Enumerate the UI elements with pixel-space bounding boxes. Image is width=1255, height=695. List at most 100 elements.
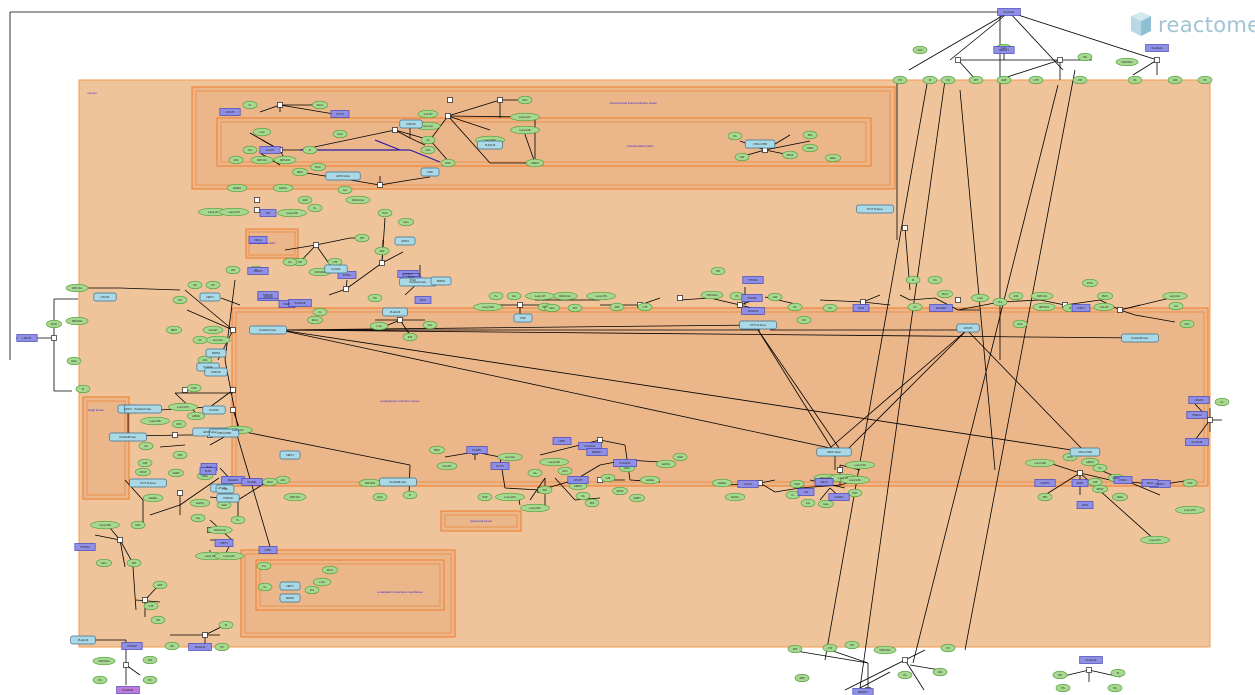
small-molecule-node[interactable] [171, 419, 187, 429]
small-molecule-node[interactable] [639, 475, 661, 485]
reaction-node[interactable] [1154, 57, 1160, 63]
small-molecule-node[interactable] [1115, 57, 1139, 67]
small-molecule-node[interactable] [130, 520, 146, 530]
small-molecule-node[interactable] [802, 130, 818, 140]
complex-node[interactable] [124, 404, 162, 414]
small-molecule-node[interactable] [940, 75, 956, 85]
small-molecule-node[interactable] [825, 153, 841, 163]
small-molecule-node[interactable] [322, 565, 338, 575]
small-molecule-node[interactable] [277, 208, 307, 218]
small-molecule-node[interactable] [1072, 75, 1088, 85]
small-molecule-node[interactable] [506, 291, 522, 301]
protein-node[interactable] [259, 146, 281, 154]
small-molecule-node[interactable] [219, 207, 249, 217]
small-molecule-node[interactable] [307, 315, 323, 325]
small-molecule-node[interactable] [189, 498, 211, 508]
small-molecule-node[interactable] [92, 675, 108, 685]
small-molecule-node[interactable] [345, 195, 371, 205]
small-molecule-node[interactable] [256, 561, 272, 571]
protein-node[interactable] [741, 307, 765, 315]
small-molecule-node[interactable] [586, 291, 616, 301]
complex-node[interactable] [279, 581, 301, 591]
small-molecule-node[interactable] [65, 316, 89, 326]
protein-node[interactable] [188, 643, 212, 651]
small-molecule-node[interactable] [420, 145, 436, 155]
protein-node[interactable] [1079, 656, 1103, 664]
small-molecule-node[interactable] [539, 457, 569, 467]
small-molecule-node[interactable] [172, 450, 188, 460]
small-molecule-node[interactable] [1127, 75, 1143, 85]
reaction-node[interactable] [254, 197, 260, 203]
complex-node[interactable] [956, 323, 980, 333]
small-molecule-node[interactable] [202, 325, 224, 335]
reaction-node[interactable] [902, 225, 908, 231]
protein-node[interactable] [247, 267, 269, 275]
small-molecule-node[interactable] [767, 292, 783, 302]
small-molecule-node[interactable] [1197, 75, 1213, 85]
small-molecule-node[interactable] [1037, 492, 1053, 502]
small-molecule-node[interactable] [302, 145, 318, 155]
small-molecule-node[interactable] [1168, 301, 1184, 311]
small-molecule-node[interactable] [724, 492, 746, 502]
protein-node[interactable] [330, 110, 350, 118]
small-molecule-node[interactable] [912, 45, 928, 55]
small-molecule-node[interactable] [727, 131, 743, 141]
small-molecule-node[interactable] [1032, 302, 1056, 312]
reaction-node[interactable] [230, 387, 236, 393]
complex-node[interactable] [279, 593, 301, 603]
small-molecule-node[interactable] [927, 275, 943, 285]
protein-node[interactable] [116, 686, 140, 694]
small-molecule-node[interactable] [1028, 75, 1044, 85]
protein-node[interactable] [929, 304, 953, 312]
small-molecule-node[interactable] [126, 558, 142, 568]
small-molecule-node[interactable] [637, 302, 653, 312]
small-molecule-node[interactable] [1092, 484, 1108, 494]
small-molecule-node[interactable] [402, 490, 418, 500]
small-molecule-node[interactable] [700, 290, 724, 300]
small-molecule-node[interactable] [440, 158, 456, 168]
small-molecule-node[interactable] [575, 491, 591, 501]
protein-node[interactable] [1141, 479, 1159, 487]
small-molecule-node[interactable] [422, 320, 438, 330]
small-molecule-node[interactable] [142, 493, 164, 503]
protein-node[interactable] [490, 462, 510, 470]
reaction-node[interactable] [202, 632, 208, 638]
protein-node[interactable] [737, 480, 759, 488]
small-molecule-node[interactable] [186, 383, 202, 393]
reaction-node[interactable] [51, 335, 57, 341]
small-molecule-node[interactable] [1110, 668, 1126, 678]
small-molecule-node[interactable] [932, 667, 948, 677]
small-molecule-node[interactable] [186, 411, 206, 421]
protein-node[interactable] [613, 459, 637, 467]
small-molecule-node[interactable] [1093, 302, 1115, 312]
small-molecule-node[interactable] [417, 109, 439, 119]
small-molecule-node[interactable] [242, 145, 258, 155]
small-molecule-node[interactable] [822, 303, 838, 313]
small-molecule-node[interactable] [218, 620, 234, 630]
reaction-node[interactable] [254, 207, 260, 213]
complex-node[interactable] [324, 264, 348, 274]
protein-node[interactable] [852, 304, 870, 312]
reaction-node[interactable] [377, 182, 383, 188]
small-molecule-node[interactable] [257, 582, 273, 592]
small-molecule-node[interactable] [272, 183, 294, 193]
small-molecule-node[interactable] [225, 265, 241, 275]
small-molecule-node[interactable] [629, 493, 645, 503]
protein-node[interactable] [199, 467, 217, 475]
small-molecule-node[interactable] [497, 452, 523, 462]
small-molecule-node[interactable] [230, 515, 246, 525]
small-molecule-node[interactable] [822, 643, 838, 653]
reaction-node[interactable] [1117, 307, 1123, 313]
small-molecule-node[interactable] [207, 525, 233, 535]
small-molecule-node[interactable] [75, 384, 91, 394]
small-molecule-node[interactable] [337, 185, 353, 195]
complex-node[interactable] [109, 432, 147, 442]
complex-node[interactable] [856, 204, 894, 214]
small-molecule-node[interactable] [544, 303, 560, 313]
protein-node[interactable] [742, 276, 764, 284]
compartment-lysosome-inner[interactable] [86, 400, 126, 496]
reaction-node[interactable] [230, 407, 236, 413]
small-molecule-node[interactable] [367, 293, 383, 303]
small-molecule-node[interactable] [205, 280, 221, 290]
reaction-node[interactable] [597, 437, 603, 443]
